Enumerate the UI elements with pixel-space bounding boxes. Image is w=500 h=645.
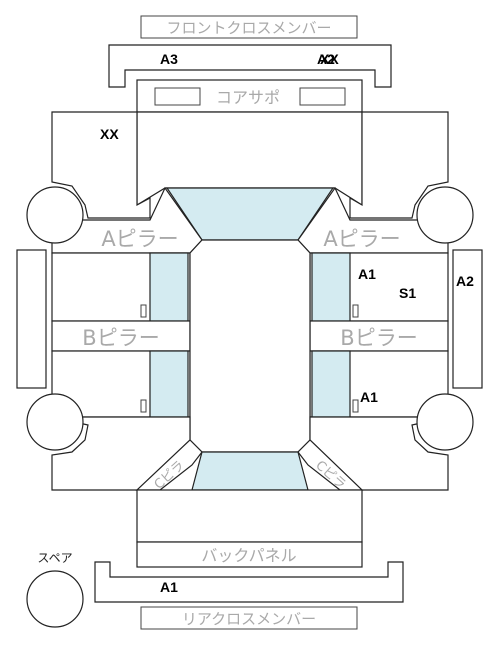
left-rocker-panel[interactable] — [16, 249, 47, 389]
trunk-lid[interactable] — [136, 489, 363, 543]
headlight-left — [154, 87, 201, 106]
left-rear-window — [149, 350, 189, 418]
front-left-wheel[interactable] — [26, 186, 84, 244]
left-b-pillar[interactable] — [51, 320, 191, 352]
right-rear-quarter-panel[interactable] — [309, 416, 449, 491]
rear-cross-member[interactable] — [94, 561, 404, 603]
right-rear-door-code: A1 — [360, 389, 378, 405]
right-rocker-code: A2 — [456, 273, 474, 289]
core-support-label: コアサポ — [216, 88, 280, 107]
a-pillar-left-label: Aピラー — [101, 227, 178, 251]
rear-right-wheel[interactable] — [416, 393, 474, 451]
b-pillar-right-label: Bピラー — [340, 326, 417, 350]
rear-cross-member-label-box — [140, 606, 358, 630]
right-front-window — [311, 252, 351, 322]
back-panel[interactable] — [136, 541, 363, 568]
left-front-window — [149, 252, 189, 322]
headlight-right — [299, 87, 346, 106]
right-front-door-handle — [352, 304, 359, 318]
b-pillar-left-label: Bピラー — [82, 326, 159, 350]
rear-cross-member-label: リアクロスメンバー — [182, 610, 316, 628]
left-rear-door-handle — [140, 399, 147, 413]
back-panel-label: バックパネル — [201, 546, 296, 565]
right-b-pillar[interactable] — [309, 320, 449, 352]
right-rear-window — [311, 350, 351, 418]
front-cross-member[interactable] — [108, 44, 392, 88]
right-front-fender[interactable] — [349, 111, 449, 219]
spare-label: スペア — [37, 551, 72, 565]
right-front-door-code: A1 — [358, 266, 376, 282]
front-cross-member-label-box — [140, 15, 358, 39]
front-right-wheel[interactable] — [416, 186, 474, 244]
left-c-pillar[interactable] — [135, 439, 203, 491]
front-cross-member-code-left: A3 — [160, 51, 178, 67]
front-cross-member-label: フロントクロスメンバー — [166, 19, 331, 37]
left-front-fender[interactable] — [51, 111, 151, 219]
right-rocker-panel[interactable] — [452, 249, 483, 389]
roof[interactable] — [189, 239, 311, 453]
left-fender-code: XX — [100, 126, 119, 142]
rear-cross-member-code: A1 — [160, 579, 178, 595]
front-cross-member-code-right-a: A2 — [317, 51, 335, 67]
rear-window — [191, 451, 309, 491]
left-front-door-handle — [140, 304, 147, 318]
spare-tire[interactable] — [26, 570, 84, 628]
a-pillar-right-label: Aピラー — [323, 227, 400, 251]
right-rear-door-handle — [352, 399, 359, 413]
right-front-door-code-2: S1 — [399, 285, 416, 301]
front-cross-member-code-right-b: XX — [320, 51, 339, 67]
rear-left-wheel[interactable] — [26, 393, 84, 451]
right-c-pillar[interactable] — [297, 439, 364, 491]
